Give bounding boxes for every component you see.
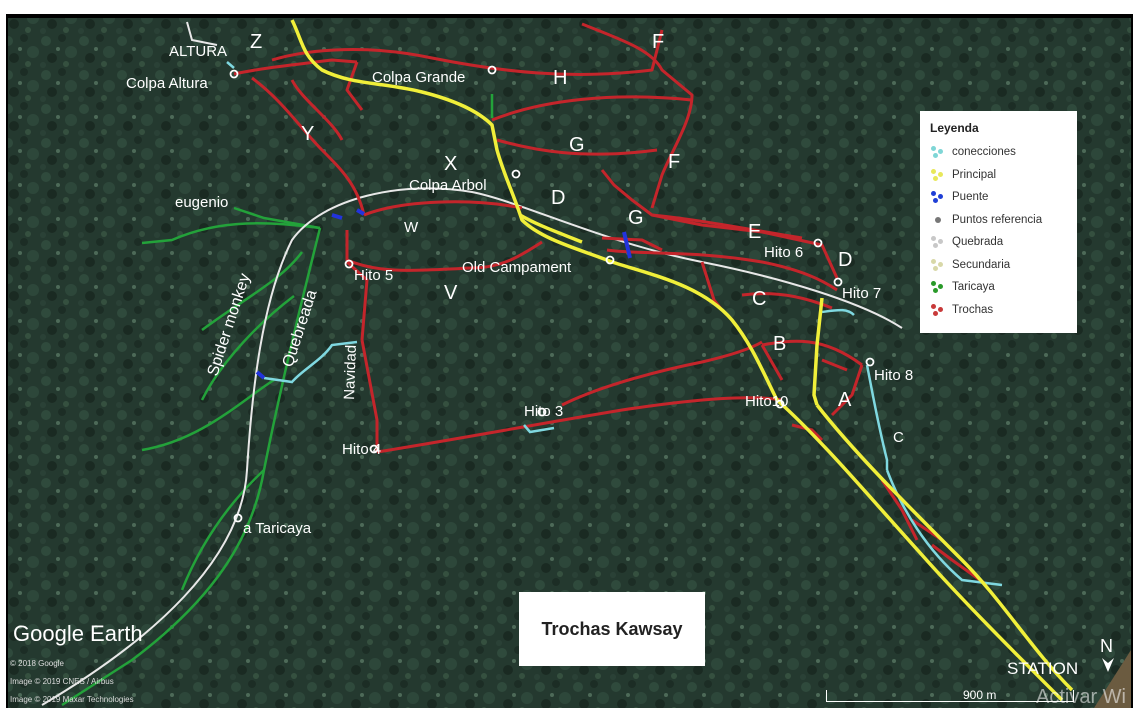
point-hito6 [813, 238, 823, 248]
legend-panel: Leyenda conecciones Principal Puente Pun… [920, 111, 1077, 333]
legend-item-quebrada: Quebrada [930, 231, 1069, 254]
point-colpa-altura [229, 69, 239, 79]
label-colpa-altura: Colpa Altura [126, 75, 208, 92]
legend-item-taricaya: Taricaya [930, 276, 1069, 299]
point-a-taricaya [233, 513, 243, 523]
legend-label: Secundaria [952, 258, 1011, 271]
credit-maxar: Image © 2019 Maxar Technologies [10, 695, 134, 704]
north-letter: N [1100, 636, 1113, 656]
legend-label: conecciones [952, 146, 1016, 159]
credit-google: © 2018 Google [10, 659, 64, 668]
legend-item-trochas: Trochas [930, 299, 1069, 322]
point-hito8 [865, 357, 875, 367]
quebrada-streams [41, 21, 903, 706]
label-w: W [404, 219, 419, 236]
legend-item-principal: Principal [930, 164, 1069, 187]
label-colpa-arbol: Colpa Arbol [409, 177, 487, 194]
north-arrow-icon [1102, 658, 1114, 672]
label-hito4: Hito 4 [342, 441, 381, 458]
label-station: STATION [1007, 659, 1079, 678]
activate-windows-watermark: Activar Wi [1036, 686, 1126, 708]
label-hito3: Hito 3 [524, 403, 563, 420]
legend-swatch-icon [930, 303, 946, 317]
label-navidad: Navidad [341, 345, 360, 401]
scale-bar [826, 690, 1074, 702]
label-a-taricaya: a Taricaya [243, 520, 312, 537]
map-title-box: Trochas Kawsay [519, 592, 705, 666]
label-d2: D [838, 249, 852, 271]
legend-item-secundaria: Secundaria [930, 254, 1069, 277]
point-hito5 [344, 259, 354, 269]
label-g2: G [628, 207, 644, 229]
label-a: A [838, 389, 852, 411]
credit-cnes: Image © 2019 CNES / Airbus [10, 677, 114, 686]
conecciones-trails [226, 61, 1003, 587]
point-colpa-arbol [511, 169, 521, 179]
point-hito4 [369, 444, 379, 454]
legend-label: Puntos referencia [952, 213, 1043, 226]
north-arrow: N [1100, 636, 1115, 673]
legend-swatch-icon [930, 145, 946, 159]
legend-item-conecciones: conecciones [930, 141, 1069, 164]
reference-points [229, 65, 875, 523]
label-h: H [553, 67, 567, 89]
label-c2: C [893, 429, 904, 446]
taricaya-trails [61, 94, 494, 707]
label-z: Z [250, 31, 262, 53]
label-c1: C [752, 288, 766, 310]
legend-swatch-icon [930, 213, 946, 227]
point-colpa-grande [487, 65, 497, 75]
label-e: E [748, 221, 761, 243]
label-x: X [444, 153, 457, 175]
legend-label: Quebrada [952, 236, 1004, 249]
label-y: Y [301, 123, 314, 145]
google-earth-logo: Google Earth [13, 621, 143, 646]
scale-label: 900 m [963, 688, 997, 702]
legend-label: Puente [952, 191, 989, 204]
label-f2: F [668, 151, 680, 173]
legend-swatch-icon [930, 280, 946, 294]
label-d1: D [551, 187, 565, 209]
label-hito6: Hito 6 [764, 244, 803, 261]
legend-swatch-icon [930, 190, 946, 204]
point-old-campament [605, 255, 615, 265]
label-hito10: Hito10 [745, 393, 788, 410]
legend-label: Taricaya [952, 281, 995, 294]
label-f1: F [652, 31, 664, 53]
legend-swatch-icon [930, 168, 946, 182]
legend-label: Principal [952, 168, 997, 181]
label-hito7: Hito 7 [842, 285, 881, 302]
legend-item-puntos-referencia: Puntos referencia [930, 209, 1069, 232]
point-hito10 [775, 399, 785, 409]
puente-bridges [255, 208, 632, 380]
label-v: V [444, 282, 458, 304]
point-hito7 [833, 277, 843, 287]
label-old-campament: Old Campament [462, 259, 572, 276]
legend-label: Trochas [952, 303, 994, 316]
label-b: B [773, 333, 786, 355]
legend-item-puente: Puente [930, 186, 1069, 209]
trochas-trails [233, 22, 988, 587]
label-altura: ALTURA [169, 43, 227, 60]
legend-swatch-icon [930, 235, 946, 249]
label-hito8: Hito 8 [874, 367, 913, 384]
label-colpa-grande: Colpa Grande [372, 69, 465, 86]
map-title: Trochas Kawsay [541, 618, 683, 639]
label-eugenio: eugenio [175, 194, 228, 211]
map-labels: ALTURA Z Colpa Altura Colpa Grande H F G… [126, 31, 913, 537]
point-hito3 [537, 407, 547, 417]
label-hito5: Hito 5 [354, 267, 393, 284]
label-g1: G [569, 134, 585, 156]
legend-title: Leyenda [930, 121, 979, 135]
river-sandbank [1094, 650, 1131, 708]
legend-swatch-icon [930, 258, 946, 272]
principal-trails [290, 19, 1074, 702]
